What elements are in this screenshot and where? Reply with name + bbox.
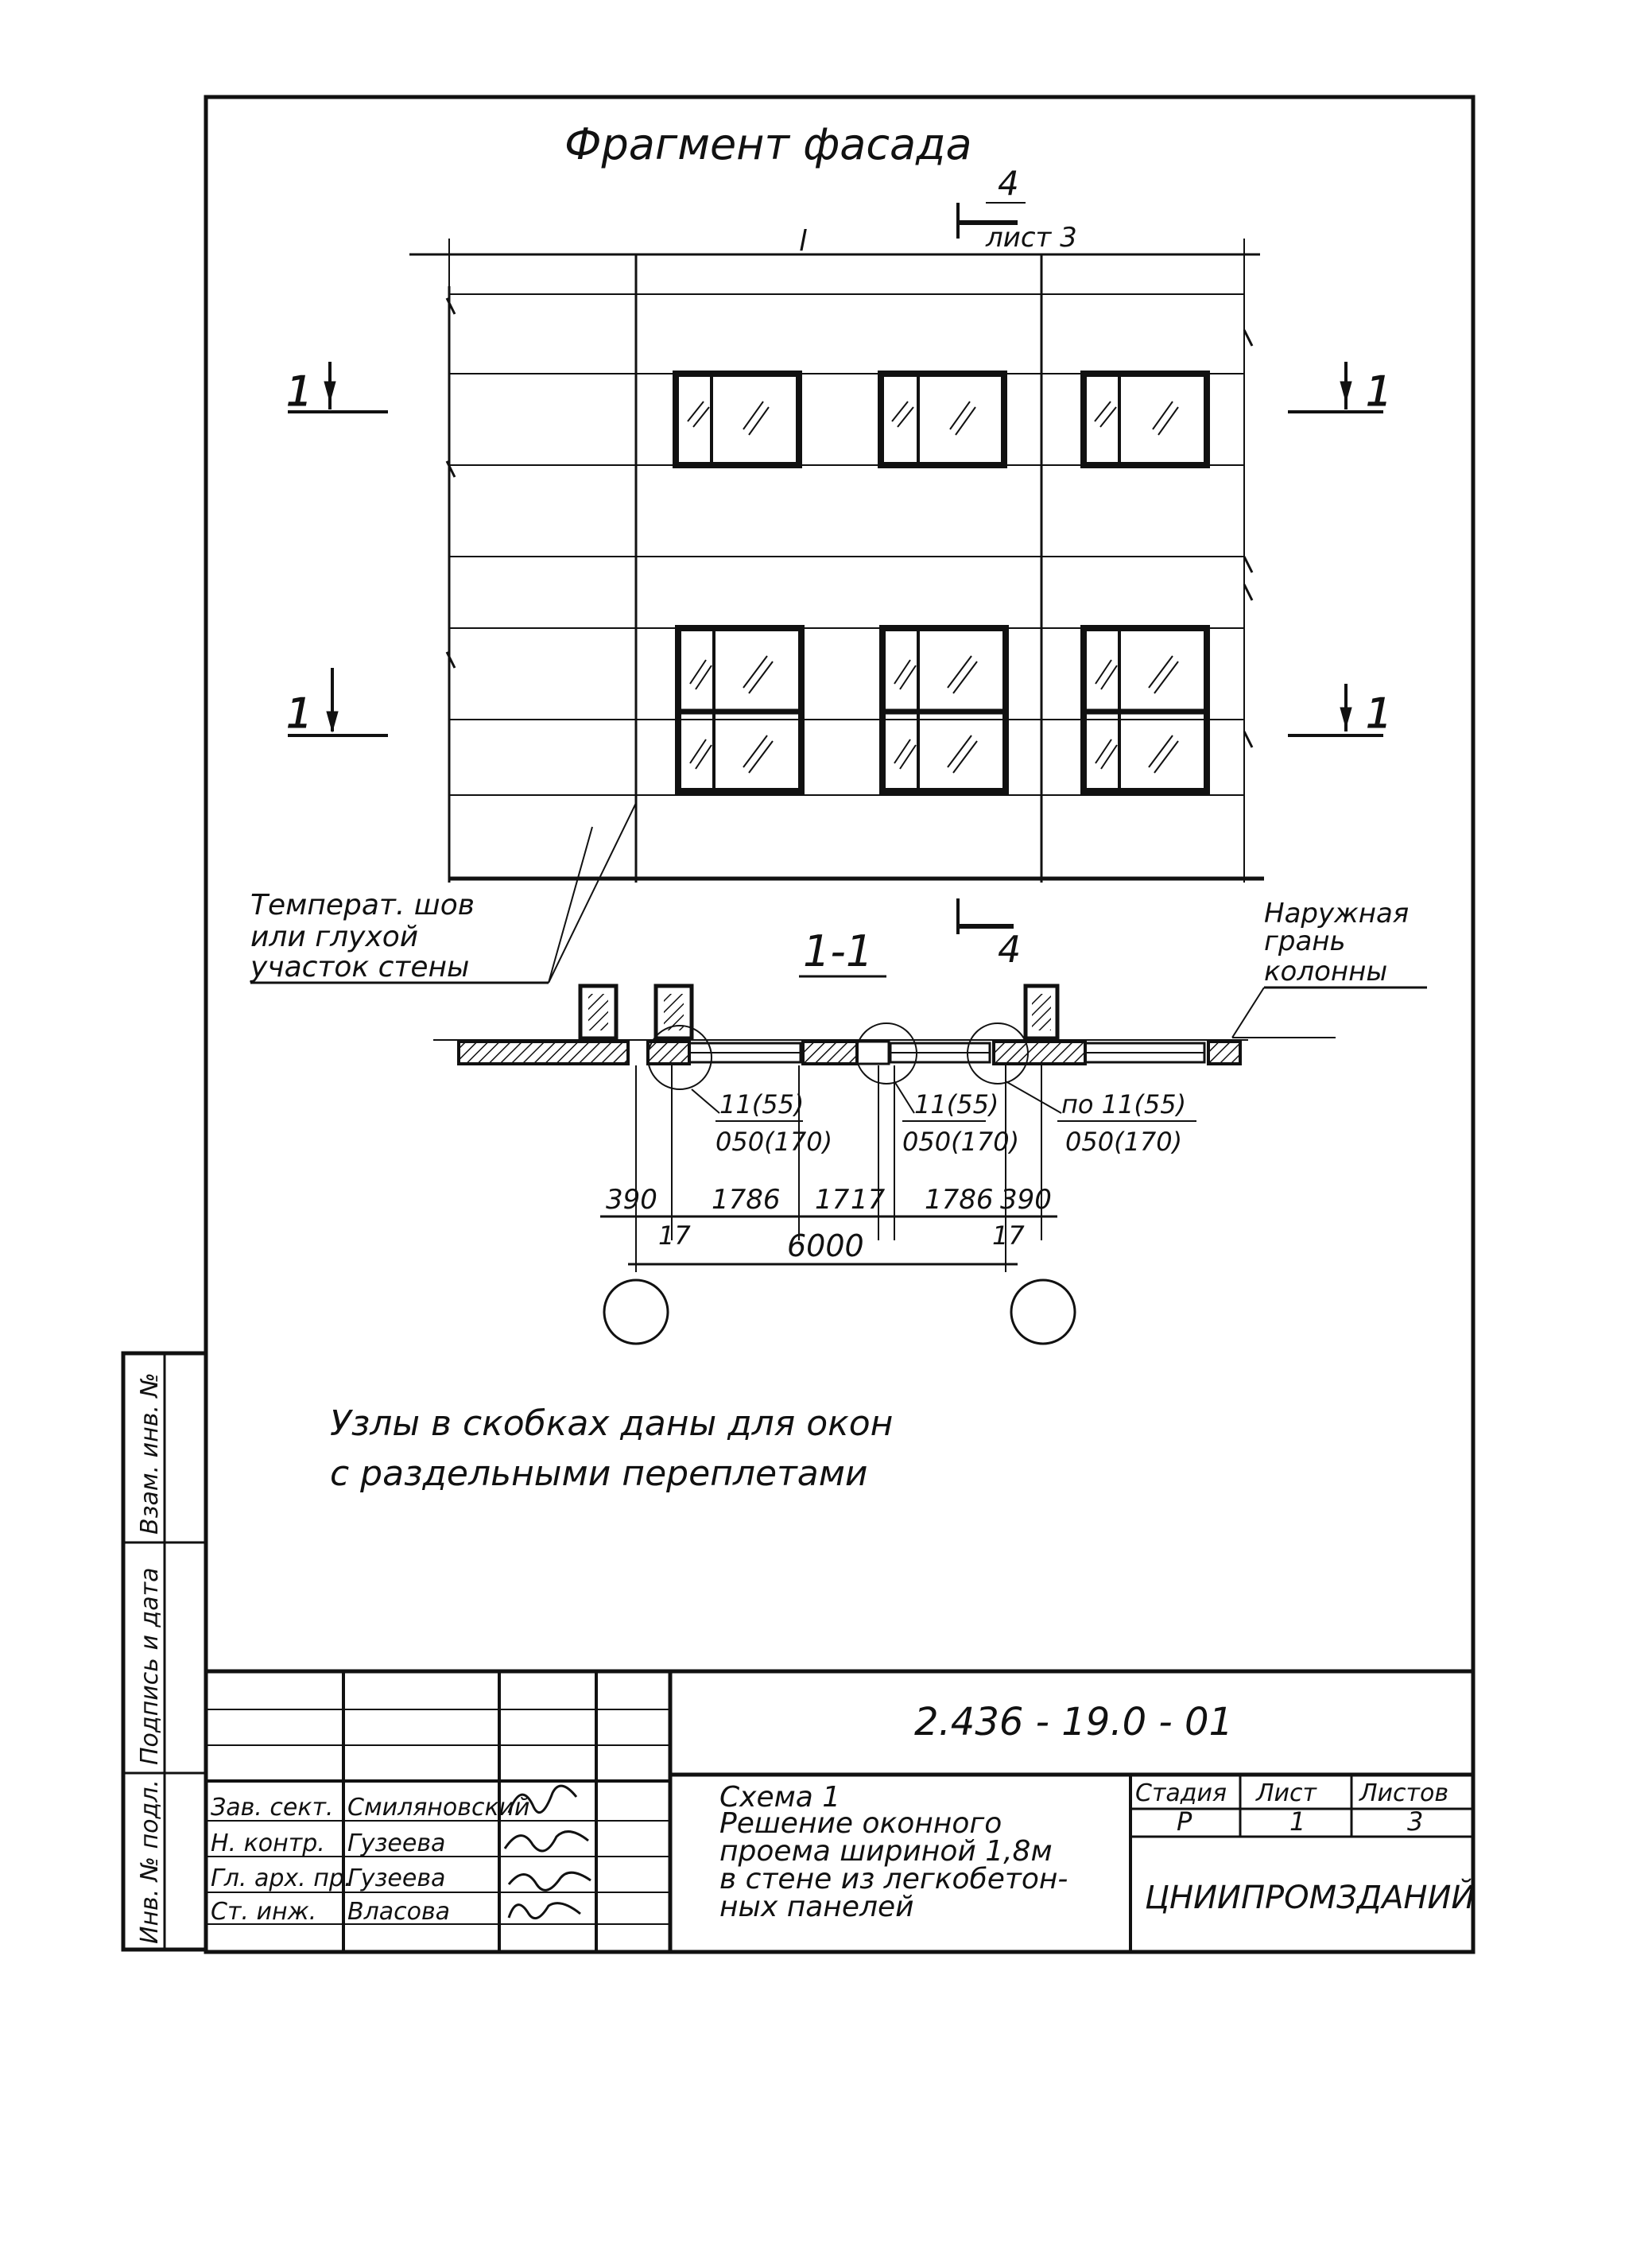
node-circle-a bbox=[647, 1025, 712, 1090]
section-top-sheet: лист 3 bbox=[985, 222, 1077, 254]
node-label-c: по 11(55) 050(170) bbox=[1005, 1081, 1196, 1157]
svg-text:11(55): 11(55) bbox=[914, 1089, 999, 1119]
note-outer-face: Наружная грань колонны bbox=[1231, 898, 1427, 1038]
svg-text:1786: 1786 bbox=[712, 1184, 781, 1216]
sheet-value: 1 bbox=[1289, 1806, 1305, 1837]
section-marker-left-lower: 1 bbox=[286, 668, 388, 739]
svg-text:в стене из легкобетон-: в стене из легкобетон- bbox=[719, 1863, 1068, 1895]
svg-text:Схема 1: Схема 1 bbox=[719, 1781, 840, 1814]
svg-text:1: 1 bbox=[286, 368, 312, 416]
upper-window-1 bbox=[673, 371, 802, 468]
note-temp-joint: Температ. шов или глухой участок стены bbox=[250, 802, 637, 984]
svg-text:с раздельными переплетами: с раздельными переплетами bbox=[330, 1453, 867, 1494]
svg-text:участок стены: участок стены bbox=[250, 951, 469, 984]
svg-text:Зав. сект.: Зав. сект. bbox=[211, 1794, 333, 1822]
svg-text:или глухой: или глухой bbox=[250, 921, 418, 953]
svg-text:Решение оконного: Решение оконного bbox=[719, 1807, 1002, 1840]
dimension-texts: 390 1786 17 17 1786 390 17 17 6000 bbox=[606, 1184, 1052, 1263]
node-label-b: 11(55) 050(170) bbox=[894, 1081, 1019, 1157]
sheets-value: 3 bbox=[1407, 1806, 1423, 1837]
svg-text:Взам. инв. №: Взам. инв. № bbox=[136, 1372, 164, 1535]
svg-text:колонны: колонны bbox=[1264, 956, 1387, 987]
svg-text:Наружная: Наружная bbox=[1264, 898, 1409, 929]
svg-text:11(55): 11(55) bbox=[719, 1089, 804, 1119]
lower-window-2 bbox=[879, 625, 1009, 794]
svg-text:050(170): 050(170) bbox=[902, 1127, 1019, 1157]
dim-l: l bbox=[799, 225, 807, 258]
section-marker-left-upper: 1 bbox=[286, 362, 388, 417]
header-sheet: Лист bbox=[1255, 1779, 1318, 1807]
side-stamp: Инв. № подл. Подпись и дата Взам. инв. № bbox=[121, 1351, 208, 1952]
svg-text:по 11(55): по 11(55) bbox=[1061, 1089, 1186, 1119]
axis-bubble-right bbox=[1010, 1279, 1076, 1345]
svg-text:Гузеева: Гузеева bbox=[347, 1864, 445, 1892]
doc-description: Схема 1 Решение оконного проема шириной … bbox=[719, 1781, 1068, 1923]
svg-text:ных панелей: ных панелей bbox=[719, 1891, 914, 1923]
signer-row: Гл. арх. пр. Гузеева bbox=[211, 1864, 445, 1892]
svg-text:17: 17 bbox=[658, 1220, 691, 1251]
svg-text:17: 17 bbox=[851, 1184, 886, 1216]
svg-text:Ст. инж.: Ст. инж. bbox=[211, 1898, 316, 1926]
svg-text:Подпись и дата: Подпись и дата bbox=[136, 1568, 164, 1766]
column-middle bbox=[653, 984, 694, 1041]
svg-text:6000: 6000 bbox=[787, 1228, 864, 1263]
node-circle-c bbox=[967, 1022, 1029, 1084]
svg-text:1786: 1786 bbox=[925, 1184, 994, 1216]
section-marker-right-upper: 1 bbox=[1288, 362, 1393, 417]
node-label-a: 11(55) 050(170) bbox=[691, 1088, 832, 1157]
svg-text:Узлы в скобках даны для окон: Узлы в скобках даны для окон bbox=[330, 1403, 893, 1444]
signature-scribbles bbox=[503, 1784, 591, 1920]
svg-text:050(170): 050(170) bbox=[715, 1127, 832, 1157]
signer-row: Зав. сект. Смиляновский bbox=[211, 1794, 530, 1822]
upper-window-3 bbox=[1080, 371, 1210, 468]
section-title: 1-1 bbox=[803, 926, 873, 976]
section-bottom-num: 4 bbox=[998, 928, 1021, 971]
section-1-1: 1-1 11(55) 050(170) bbox=[433, 926, 1248, 1345]
svg-text:Н. контр.: Н. контр. bbox=[211, 1829, 325, 1857]
lower-window-1 bbox=[675, 625, 805, 794]
signer-row: Ст. инж. Власова bbox=[211, 1898, 450, 1926]
svg-text:проема шириной 1,8м: проема шириной 1,8м bbox=[719, 1835, 1053, 1868]
header-stage: Стадия bbox=[1135, 1779, 1227, 1807]
doc-code: 2.436 - 19.0 - 01 bbox=[914, 1700, 1233, 1744]
svg-text:Температ. шов: Температ. шов bbox=[250, 889, 475, 922]
svg-text:390: 390 bbox=[606, 1184, 657, 1216]
upper-window-2 bbox=[878, 371, 1007, 468]
caption: Узлы в скобках даны для окон с раздельны… bbox=[330, 1403, 893, 1494]
header-sheets: Листов bbox=[1359, 1779, 1448, 1807]
svg-text:1: 1 bbox=[1366, 690, 1392, 738]
node-circle-b bbox=[855, 1022, 917, 1084]
facade-title: Фрагмент фасада bbox=[564, 119, 972, 169]
lower-window-3 bbox=[1080, 625, 1210, 794]
stage-value: Р bbox=[1177, 1806, 1192, 1837]
section-top-num: 4 bbox=[998, 164, 1019, 203]
svg-text:050(170): 050(170) bbox=[1065, 1127, 1182, 1157]
svg-text:Инв. № подл.: Инв. № подл. bbox=[136, 1779, 164, 1944]
svg-text:17: 17 bbox=[992, 1220, 1025, 1251]
section-marker-right-lower: 1 bbox=[1288, 684, 1393, 739]
svg-text:1: 1 bbox=[1366, 368, 1392, 416]
axis-bubble-left bbox=[603, 1279, 669, 1345]
svg-text:Власова: Власова bbox=[347, 1898, 450, 1926]
org-name: ЦНИИПРОМЗДАНИЙ bbox=[1145, 1878, 1475, 1916]
column-left bbox=[578, 984, 619, 1041]
svg-text:грань: грань bbox=[1264, 925, 1346, 957]
svg-text:390: 390 bbox=[1000, 1184, 1052, 1216]
title-block: 2.436 - 19.0 - 01 Схема 1 Решение оконно… bbox=[206, 1669, 1475, 1952]
svg-text:17: 17 bbox=[815, 1184, 850, 1216]
signer-row: Н. контр. Гузеева bbox=[211, 1829, 445, 1857]
svg-text:Гл. арх. пр.: Гл. арх. пр. bbox=[211, 1864, 351, 1892]
facade-fragment: Фрагмент фасада l 4 лист 3 bbox=[286, 119, 1393, 971]
svg-text:1: 1 bbox=[286, 690, 312, 738]
svg-text:Смиляновский: Смиляновский bbox=[347, 1794, 530, 1822]
column-right bbox=[1023, 984, 1060, 1041]
sheet-frame bbox=[204, 95, 1476, 1954]
svg-text:Гузеева: Гузеева bbox=[347, 1829, 445, 1857]
